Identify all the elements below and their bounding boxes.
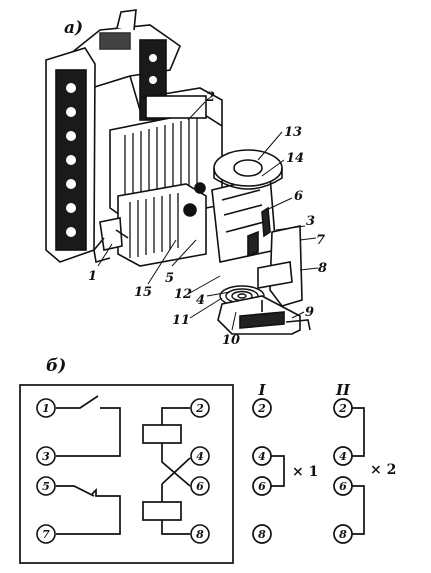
variant-I-terminal-4: 4 bbox=[258, 450, 266, 463]
callout-2: 2 bbox=[205, 90, 215, 105]
callout-4: 4 bbox=[196, 293, 205, 308]
terminal-8: 8 bbox=[196, 528, 204, 541]
variant-I-terminal-8: 8 bbox=[258, 528, 266, 541]
callout-14: 14 bbox=[286, 151, 304, 166]
terminal-6: 6 bbox=[196, 480, 204, 493]
callout-12: 12 bbox=[174, 287, 192, 302]
variant-II-terminal-6: 6 bbox=[339, 480, 347, 493]
variant-II-terminal-8: 8 bbox=[339, 528, 347, 541]
panel-label-a: а) bbox=[64, 18, 83, 38]
variant-II-title: II bbox=[335, 381, 351, 399]
callout-9: 9 bbox=[305, 305, 314, 320]
callout-7: 7 bbox=[316, 233, 325, 248]
terminal-4: 4 bbox=[196, 450, 204, 463]
callout-10: 10 bbox=[222, 333, 240, 348]
relay-housing bbox=[19, 384, 234, 564]
callout-11: 11 bbox=[172, 313, 190, 328]
leader-lines bbox=[97, 101, 319, 331]
coil-upper bbox=[142, 424, 182, 444]
wiring-schematic: б) bbox=[19, 356, 396, 564]
variant-I-terminal-2: 2 bbox=[257, 402, 266, 415]
callout-1: 1 bbox=[88, 269, 97, 284]
variant-II-terminal-4: 4 bbox=[339, 450, 347, 463]
variant-I-terminal-6: 6 bbox=[258, 480, 266, 493]
variant-II-terminal-2: 2 bbox=[338, 402, 347, 415]
variant-I-title: I bbox=[257, 381, 266, 399]
coil-lower bbox=[142, 501, 182, 521]
terminal-7: 7 bbox=[42, 528, 50, 541]
callout-15: 15 bbox=[134, 285, 152, 300]
panel-label-b: б) bbox=[46, 356, 66, 376]
callout-13: 13 bbox=[284, 125, 302, 140]
callout-5: 5 bbox=[165, 271, 174, 286]
variant-II: II 2 4 6 8 × 2 bbox=[333, 381, 396, 544]
variant-II-jumper-label: × 2 bbox=[370, 462, 396, 478]
terminal-3: 3 bbox=[42, 450, 50, 463]
variant-I-jumper-label: × 1 bbox=[292, 464, 318, 480]
housing-terminals bbox=[36, 398, 210, 544]
terminal-2: 2 bbox=[195, 402, 204, 415]
callout-6: 6 bbox=[294, 189, 303, 204]
relay-illustration: а) bbox=[45, 9, 327, 348]
terminal-1: 1 bbox=[42, 402, 50, 415]
callout-3: 3 bbox=[306, 214, 315, 229]
callout-8: 8 bbox=[318, 261, 327, 276]
terminal-5: 5 bbox=[42, 480, 50, 493]
variant-I: I 2 4 6 8 × 1 bbox=[252, 381, 318, 544]
